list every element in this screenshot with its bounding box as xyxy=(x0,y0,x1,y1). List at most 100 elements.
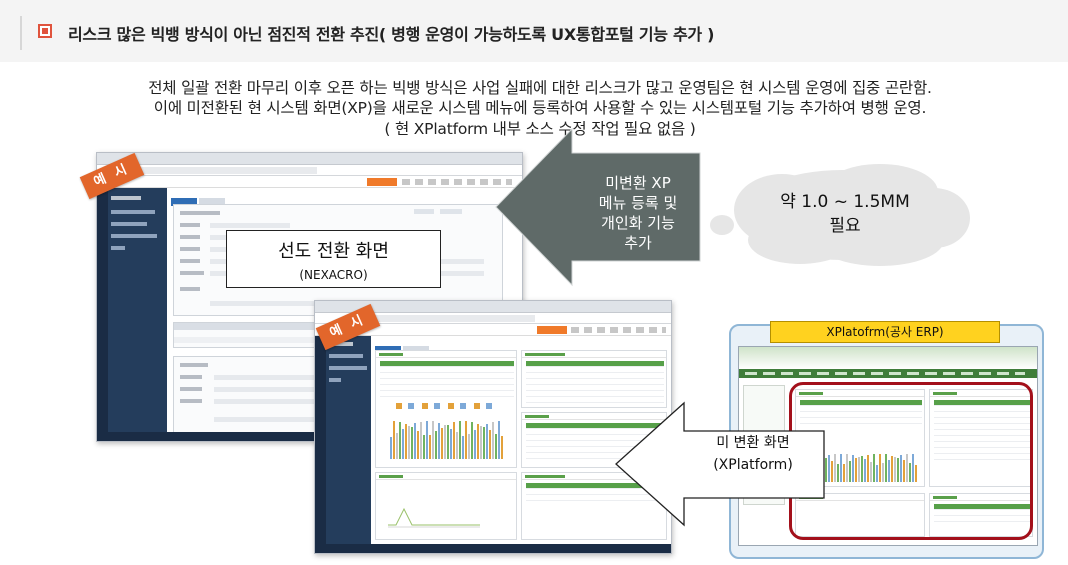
mini-bar xyxy=(492,421,494,459)
mini-bar xyxy=(891,455,893,482)
mini-bar xyxy=(462,436,464,459)
mini-bar xyxy=(864,459,866,482)
mini-bar xyxy=(906,454,908,482)
erp-title: XPlatofrm(공사 ERP) xyxy=(770,321,1000,343)
mini-bar xyxy=(417,430,419,459)
mini-bar xyxy=(909,463,911,482)
mini-bar xyxy=(501,435,503,459)
mini-bar xyxy=(861,456,863,482)
highlight-ring xyxy=(789,382,1033,540)
slide-title: 리스크 많은 빅뱅 방식이 아닌 점진적 전환 추진( 병행 운영이 가능하도록… xyxy=(68,25,715,44)
big-arrow-label: 미변환 XP 메뉴 등록 및 개인화 기능 추가 xyxy=(578,173,698,253)
mini-bar xyxy=(852,454,854,482)
app-sidebar xyxy=(97,188,167,441)
mini-bar xyxy=(471,421,473,459)
mini-bar xyxy=(399,422,401,459)
mini-bar xyxy=(849,461,851,482)
mini-bar xyxy=(843,464,845,482)
mini-bar xyxy=(447,424,449,459)
nexacro-callout-title: 선도 전환 화면 xyxy=(278,241,389,262)
mini-bar xyxy=(846,453,848,482)
mini-bar xyxy=(396,432,398,459)
mini-bar xyxy=(453,422,455,459)
mini-bar xyxy=(405,424,407,459)
mini-bar xyxy=(426,421,428,459)
xp-arrow-label: 미 변환 화면 (XPlatform) xyxy=(684,432,822,476)
intro-line-1: 전체 일괄 전환 마무리 이후 오픈 하는 빅뱅 방식은 사업 실패에 대한 리… xyxy=(148,79,932,97)
mini-bar xyxy=(432,421,434,459)
intro-line-3: ( 현 XPlatform 내부 소스 수정 작업 필요 없음 ) xyxy=(384,120,696,138)
mini-bar xyxy=(867,454,869,482)
mini-bar xyxy=(444,425,446,459)
browser-urlbar xyxy=(315,313,671,324)
mini-bar xyxy=(429,435,431,459)
mini-bar xyxy=(888,460,890,482)
mini-bar xyxy=(855,458,857,482)
mini-bar xyxy=(477,423,479,459)
big-arrow-line-4: 추가 xyxy=(624,234,652,252)
mini-bar xyxy=(420,421,422,459)
mini-bar xyxy=(402,429,404,459)
mini-bar xyxy=(870,461,872,482)
xp-label-title: 미 변환 화면 xyxy=(716,435,790,451)
cloud-label: 약 1.0 ~ 1.5MM 필요 xyxy=(770,190,920,238)
nexacro-callout-subtitle: (NEXACRO) xyxy=(299,268,368,282)
mini-bar xyxy=(897,457,899,482)
intro-line-2: 이에 미전환된 현 시스템 화면(XP)을 새로운 시스템 메뉴에 등록하여 사… xyxy=(153,99,927,117)
nexacro-callout: 선도 전환 화면 (NEXACRO) xyxy=(226,230,441,288)
mini-bar xyxy=(900,455,902,482)
mini-bar xyxy=(411,427,413,459)
mini-bar xyxy=(831,460,833,482)
mini-bar xyxy=(393,421,395,459)
mini-bar xyxy=(450,428,452,459)
browser-urlbar xyxy=(97,165,522,176)
mini-bar xyxy=(834,453,836,482)
mini-bar xyxy=(894,457,896,482)
mini-bar xyxy=(498,421,500,459)
mini-bar xyxy=(876,465,878,482)
mini-bar xyxy=(408,425,410,459)
app-content xyxy=(371,336,671,553)
square-bullet-icon xyxy=(38,24,52,38)
xplatform-screenshot xyxy=(314,300,672,554)
app-topnav xyxy=(97,176,522,188)
cloud-line-1: 약 1.0 ~ 1.5MM xyxy=(780,192,910,212)
slide-header: 리스크 많은 빅뱅 방식이 아닌 점진적 전환 추진( 병행 운영이 가능하도록… xyxy=(0,0,1068,62)
mini-bar xyxy=(435,431,437,459)
app-topnav xyxy=(315,324,671,336)
mini-bar xyxy=(483,426,485,459)
cloud-line-2: 필요 xyxy=(829,216,861,236)
browser-titlebar xyxy=(315,301,671,313)
mini-bar xyxy=(885,454,887,482)
trend-line-chart xyxy=(388,507,480,528)
mini-bar xyxy=(441,427,443,459)
mini-bar xyxy=(837,463,839,482)
browser-titlebar xyxy=(97,153,522,165)
mini-bar xyxy=(465,421,467,459)
xp-label-subtitle: (XPlatform) xyxy=(713,457,793,473)
mini-bar xyxy=(882,462,884,482)
mini-bar xyxy=(495,433,497,459)
mini-bar xyxy=(474,429,476,459)
mini-bar xyxy=(828,455,830,482)
big-arrow-line-3: 개인화 기능 xyxy=(601,214,675,232)
mini-bar xyxy=(480,426,482,459)
mini-bar xyxy=(456,432,458,459)
mini-bar xyxy=(468,433,470,459)
mini-bar xyxy=(438,422,440,459)
mini-bar xyxy=(873,453,875,482)
mini-bar xyxy=(903,460,905,482)
mini-bar xyxy=(486,423,488,459)
mini-bar xyxy=(489,430,491,459)
app-sidebar xyxy=(315,336,371,553)
mini-bar xyxy=(840,453,842,482)
big-arrow-line-1: 미변환 XP xyxy=(605,174,671,192)
mini-bar xyxy=(390,437,392,459)
mini-bar xyxy=(459,421,461,459)
header-divider xyxy=(20,16,22,50)
mini-bar xyxy=(423,434,425,459)
mini-bar xyxy=(915,464,917,482)
mini-bar xyxy=(912,453,914,482)
big-arrow-line-2: 메뉴 등록 및 xyxy=(598,194,678,212)
mini-bar xyxy=(825,458,827,482)
